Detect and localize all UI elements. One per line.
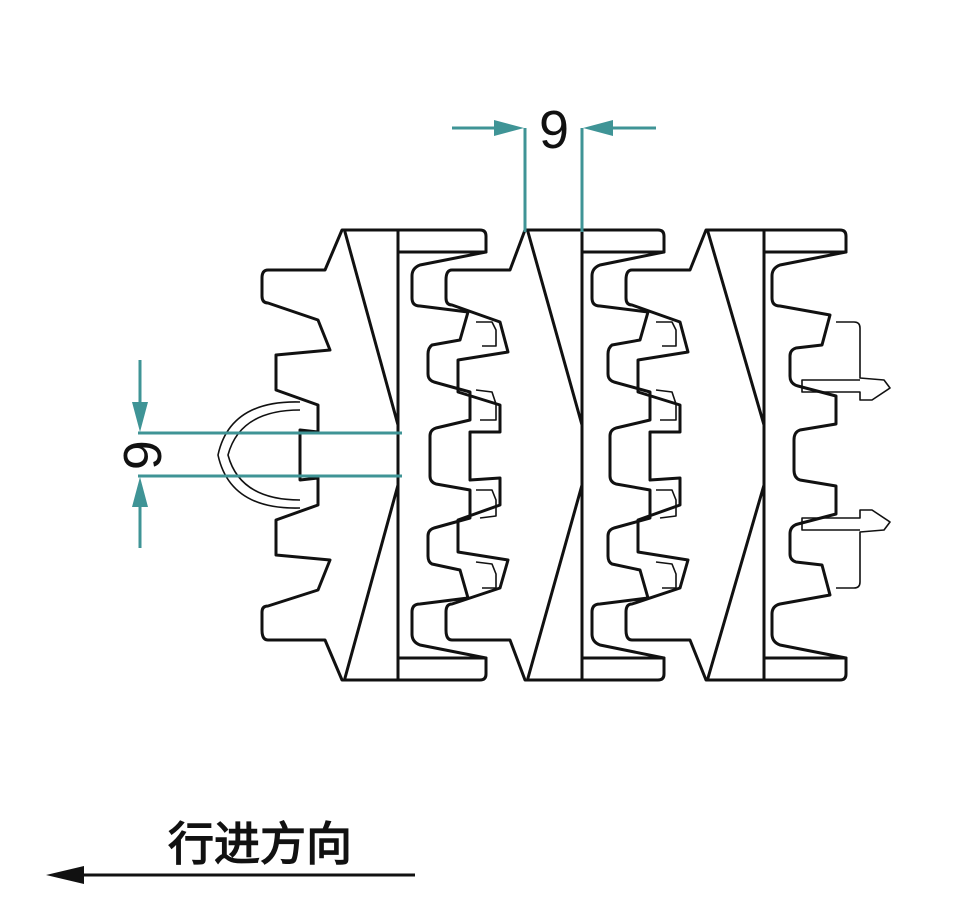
pitch-dimension: 9 [452, 100, 656, 232]
belt-module-2 [410, 228, 666, 682]
belt-module-3 [590, 228, 891, 682]
module-1-outline [260, 228, 400, 682]
module-3-tab-upper [656, 321, 677, 347]
gap-dimension-label: 6 [112, 440, 172, 470]
module-3-top-strip [762, 228, 848, 254]
module-1-lower-wedge [343, 483, 400, 680]
module-2-tab-mid-lower [476, 489, 497, 519]
module-3-lower-wedge [706, 483, 766, 680]
pitch-arrow-right [583, 120, 613, 136]
module-1-bottom-strip [396, 656, 488, 682]
module-3-tab-lower [655, 561, 677, 589]
travel-direction-arrow-head [46, 866, 84, 884]
pitch-dimension-label: 9 [539, 100, 569, 160]
module-3-tab-mid-lower [656, 489, 677, 519]
travel-direction: 行进方向 [46, 817, 415, 884]
module-3-tab-mid-upper [655, 389, 677, 421]
gap-dimension: 6 [112, 360, 402, 548]
travel-direction-label: 行进方向 [168, 817, 352, 871]
pitch-arrow-left [494, 120, 524, 136]
module-1-hinge-loop-inner [227, 409, 301, 501]
module-3-upper-wedge [706, 230, 766, 427]
module-3-bottom-strip [762, 656, 848, 682]
module-3-outline [624, 228, 766, 682]
module-2-tab-lower [475, 561, 497, 589]
module-2-top-strip [580, 228, 666, 254]
module-3-left-teeth [590, 250, 666, 660]
module-2-upper-wedge [526, 230, 584, 427]
module-2-tab-upper [476, 321, 497, 347]
right-pin-lower [801, 509, 891, 589]
module-2-lower-wedge [526, 483, 584, 680]
module-1-upper-wedge [343, 230, 400, 427]
module-2-tab-mid-upper [475, 389, 497, 421]
module-2-outline [444, 228, 584, 682]
module-2-bottom-strip [580, 656, 666, 682]
module-2-left-teeth [410, 250, 488, 660]
gap-arrow-upper [132, 402, 148, 432]
module-1-hinge-loop [217, 401, 301, 509]
module-1-top-strip [396, 228, 488, 254]
belt-module-1 [217, 228, 488, 682]
gap-arrow-lower [132, 477, 148, 507]
right-pin-upper [801, 321, 891, 401]
module-3-right-teeth [770, 250, 848, 660]
